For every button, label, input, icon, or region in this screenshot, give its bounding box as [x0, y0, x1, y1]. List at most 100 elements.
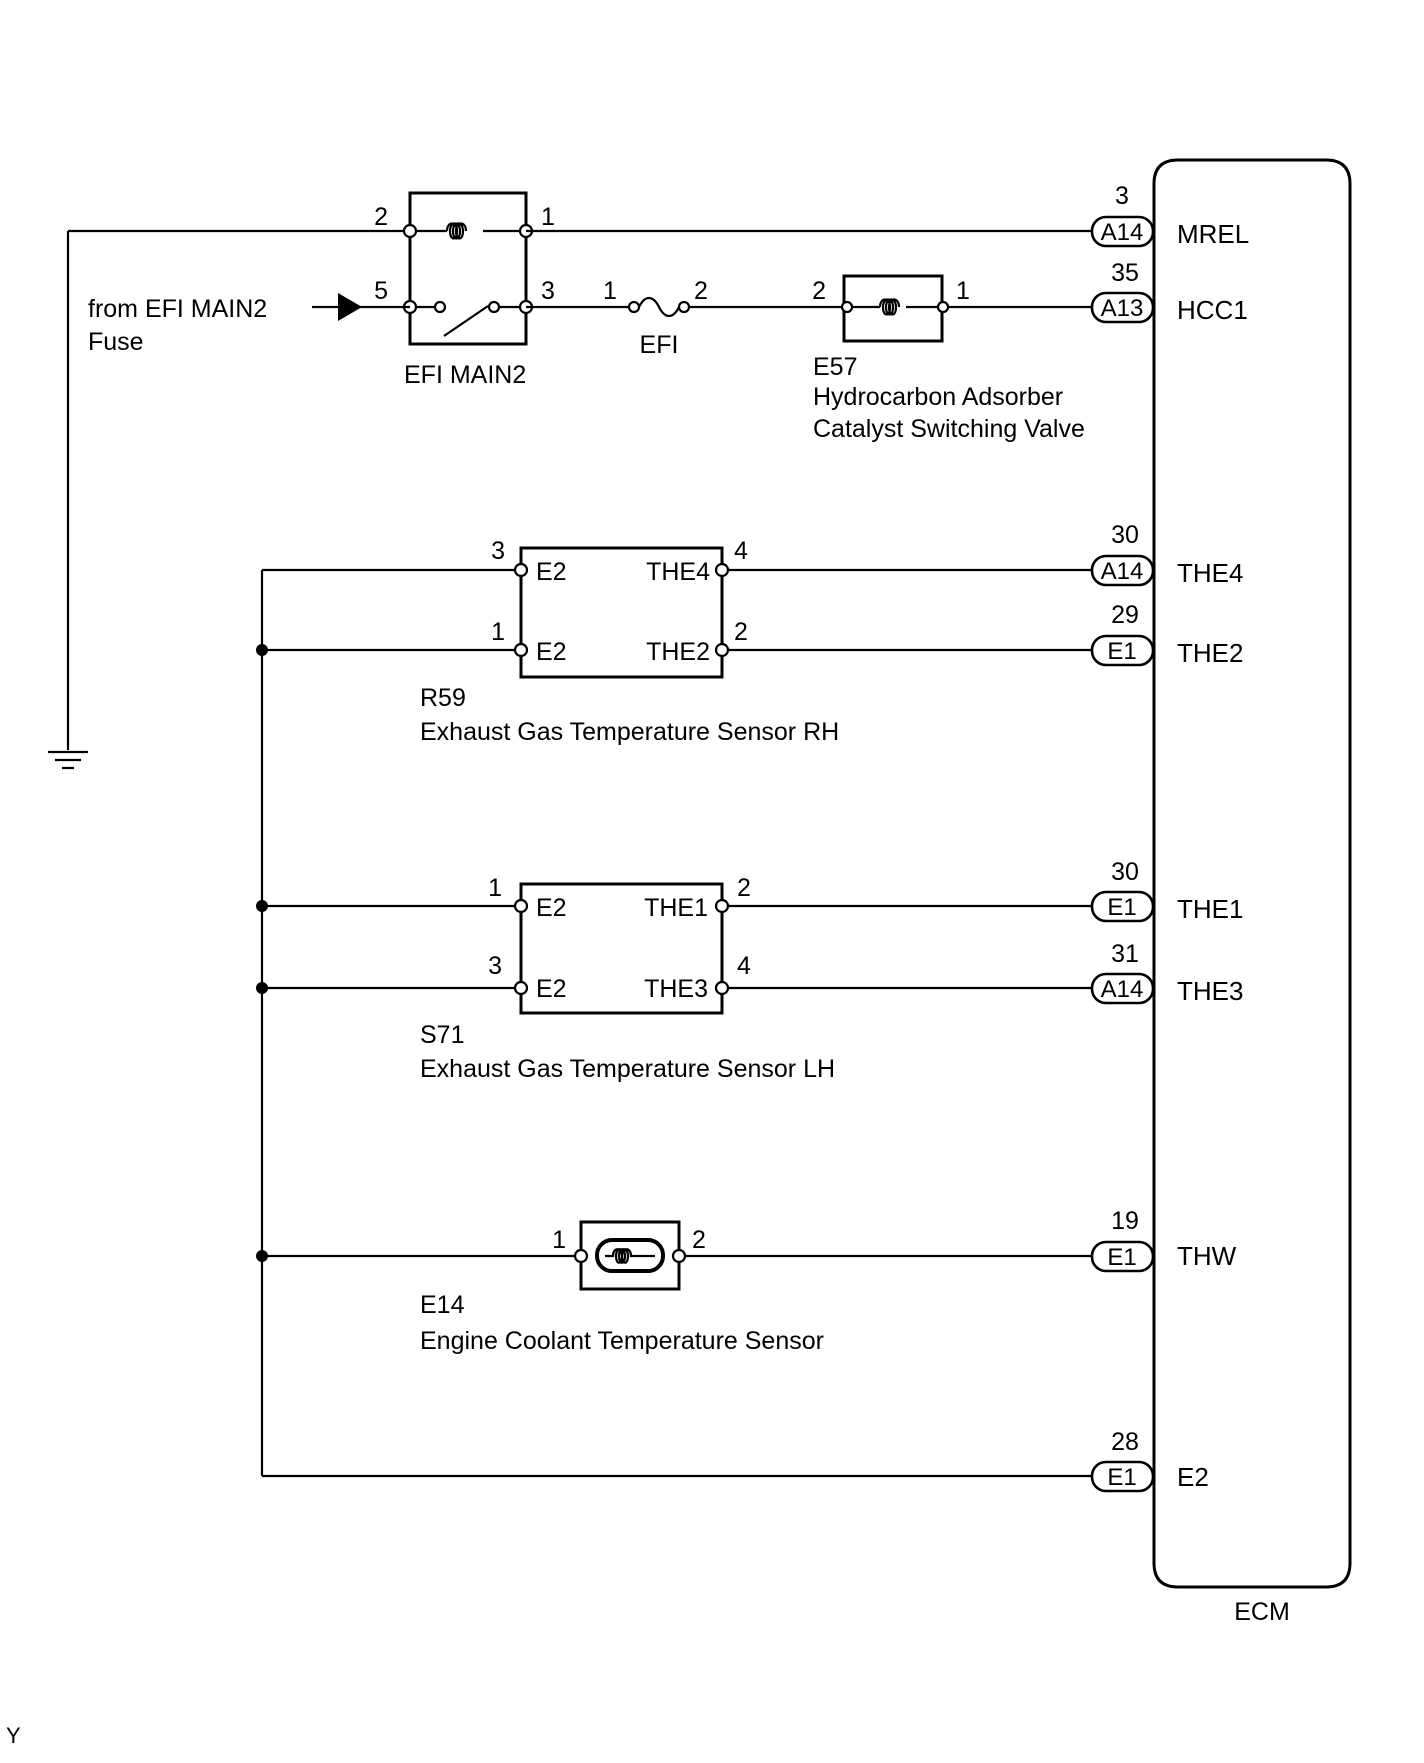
fuse-label: EFI — [640, 331, 679, 359]
ecm-terminal-the3: A14 31 THE3 — [1090, 940, 1243, 1006]
relay-pin-coil-in: 2 — [374, 203, 388, 231]
sensor-lh-right-pin: 2 — [737, 874, 751, 902]
source-line-1: from EFI MAIN2 — [88, 295, 267, 323]
ecm-terminal-e2: E1 28 E2 — [1090, 1428, 1209, 1493]
arrow-icon — [338, 293, 362, 321]
coolant-pin-in: 1 — [552, 1226, 566, 1254]
terminal-pin: 30 — [1111, 521, 1139, 549]
splice-node — [256, 900, 268, 912]
terminal-pin: 28 — [1111, 1428, 1139, 1456]
sensor-rh-left-label: E2 — [536, 638, 567, 666]
ground-circuit — [48, 229, 410, 770]
relay-switch-icon — [410, 300, 526, 337]
sensor-rh-pin-4-terminal — [714, 562, 730, 578]
relay-pin-switch-in: 5 — [374, 277, 388, 305]
sensor-lh-right-label: THE3 — [644, 975, 708, 1003]
terminal-name: E2 — [1177, 1462, 1209, 1492]
relay-pin-switch-out: 3 — [541, 277, 555, 305]
sensor-lh-code: S71 — [420, 1021, 464, 1049]
sensor-lh: 1 3 2 4 E2 E2 THE1 THE3 S71 Exhaust Gas … — [420, 874, 835, 1083]
connector-code: A14 — [1101, 219, 1144, 246]
fuse-icon — [638, 296, 680, 318]
connector-code: E1 — [1107, 1244, 1136, 1271]
coolant-pin-2-terminal — [671, 1248, 687, 1264]
efi-main2-relay: 2 1 5 3 EFI MAIN2 — [374, 191, 555, 389]
connector-code: E1 — [1107, 1464, 1136, 1491]
valve-pin-1-terminal — [936, 300, 950, 314]
terminal-name: MREL — [1177, 219, 1249, 249]
ecm-terminal-thw: E1 19 THW — [1090, 1207, 1237, 1273]
splice-node — [256, 1250, 268, 1262]
sensor-rh-right-label: THE4 — [646, 558, 710, 586]
sensor-rh-right-pin: 2 — [734, 618, 748, 646]
relay-pin-2-terminal — [402, 223, 418, 239]
terminal-name: THW — [1177, 1241, 1237, 1271]
fuse-pin-1-terminal — [627, 300, 641, 314]
ecm-terminal-hcc1: A13 35 HCC1 — [1090, 259, 1248, 325]
ecm-terminal-the1: E1 30 THE1 — [1090, 858, 1243, 924]
sensor-rh-pin-1-terminal — [513, 642, 529, 658]
coolant-name: Engine Coolant Temperature Sensor — [420, 1327, 824, 1355]
sensor-rh-left-pin: 1 — [491, 618, 505, 646]
terminal-name: THE1 — [1177, 894, 1243, 924]
sensor-rh-pin-2-terminal — [714, 642, 730, 658]
valve-name-2: Catalyst Switching Valve — [813, 415, 1085, 443]
terminal-pin: 30 — [1111, 858, 1139, 886]
terminal-name: THE3 — [1177, 976, 1243, 1006]
sensor-rh-pin-3-terminal — [513, 562, 529, 578]
terminal-pin: 31 — [1111, 940, 1139, 968]
fuse-source: from EFI MAIN2 Fuse — [88, 293, 410, 356]
relay-label: EFI MAIN2 — [404, 361, 526, 389]
relay-pin-coil-out: 1 — [541, 203, 555, 231]
hcc1-circuit: 1 2 EFI 2 1 E57 Hydrocarbon Adsorber Cat… — [526, 274, 1092, 443]
sensor-lh-pin-3-terminal — [513, 980, 529, 996]
ground-icon — [48, 750, 88, 770]
fuse-pin-2-terminal — [677, 300, 691, 314]
sensor-lh-right-pin: 4 — [737, 952, 751, 980]
corner-mark: Y — [6, 1723, 21, 1748]
sensor-lh-right-label: THE1 — [644, 894, 708, 922]
sensor-lh-pin-1-terminal — [513, 898, 529, 914]
sensor-lh-pin-2-terminal — [714, 898, 730, 914]
terminal-pin: 35 — [1111, 259, 1139, 287]
terminal-pin: 29 — [1111, 601, 1139, 629]
valve-code: E57 — [813, 353, 857, 381]
sensor-rh-right-label: THE2 — [646, 638, 710, 666]
terminal-pin: 3 — [1115, 182, 1129, 210]
sensor-rh-code: R59 — [420, 684, 466, 712]
connector-code: A14 — [1101, 976, 1144, 1003]
connector-code: A13 — [1101, 295, 1144, 322]
connector-code: E1 — [1107, 638, 1136, 665]
connector-code: A14 — [1101, 558, 1144, 585]
e2-bus — [256, 568, 1092, 1478]
sensor-lh-left-pin: 1 — [488, 874, 502, 902]
splice-node — [256, 982, 268, 994]
valve-pin-out: 1 — [956, 277, 970, 305]
ecm-terminal-the2: E1 29 THE2 — [1090, 601, 1243, 668]
sensor-rh-left-pin: 3 — [491, 537, 505, 565]
sensor-lh-pin-4-terminal — [714, 980, 730, 996]
sensor-lh-left-pin: 3 — [488, 952, 502, 980]
sensor-rh-right-pin: 4 — [734, 537, 748, 565]
connector-code: E1 — [1107, 894, 1136, 921]
sensor-lh-left-label: E2 — [536, 975, 567, 1003]
ecm-label: ECM — [1234, 1598, 1290, 1626]
fuse-pin-in: 1 — [603, 277, 617, 305]
terminal-pin: 19 — [1111, 1207, 1139, 1235]
ecm-terminal-mrel: A14 3 MREL — [1090, 182, 1249, 249]
terminal-name: THE2 — [1177, 638, 1243, 668]
ecm-terminal-the4: A14 30 THE4 — [1090, 521, 1243, 588]
splice-node — [256, 644, 268, 656]
ecm-block: ECM — [1152, 158, 1352, 1626]
sensor-rh: 3 1 4 2 E2 E2 THE4 THE2 R59 Exhaust Gas … — [420, 537, 839, 746]
valve-coil-icon — [848, 298, 940, 316]
coolant-code: E14 — [420, 1291, 465, 1319]
sensor-rh-left-label: E2 — [536, 558, 567, 586]
coolant-pin-out: 2 — [692, 1226, 706, 1254]
coolant-sensor: 1 2 E14 Engine Coolant Temperature Senso… — [420, 1220, 824, 1355]
source-line-2: Fuse — [88, 328, 144, 356]
sensor-rh-name: Exhaust Gas Temperature Sensor RH — [420, 718, 839, 746]
terminal-name: HCC1 — [1177, 295, 1248, 325]
sensor-lh-name: Exhaust Gas Temperature Sensor LH — [420, 1055, 835, 1083]
